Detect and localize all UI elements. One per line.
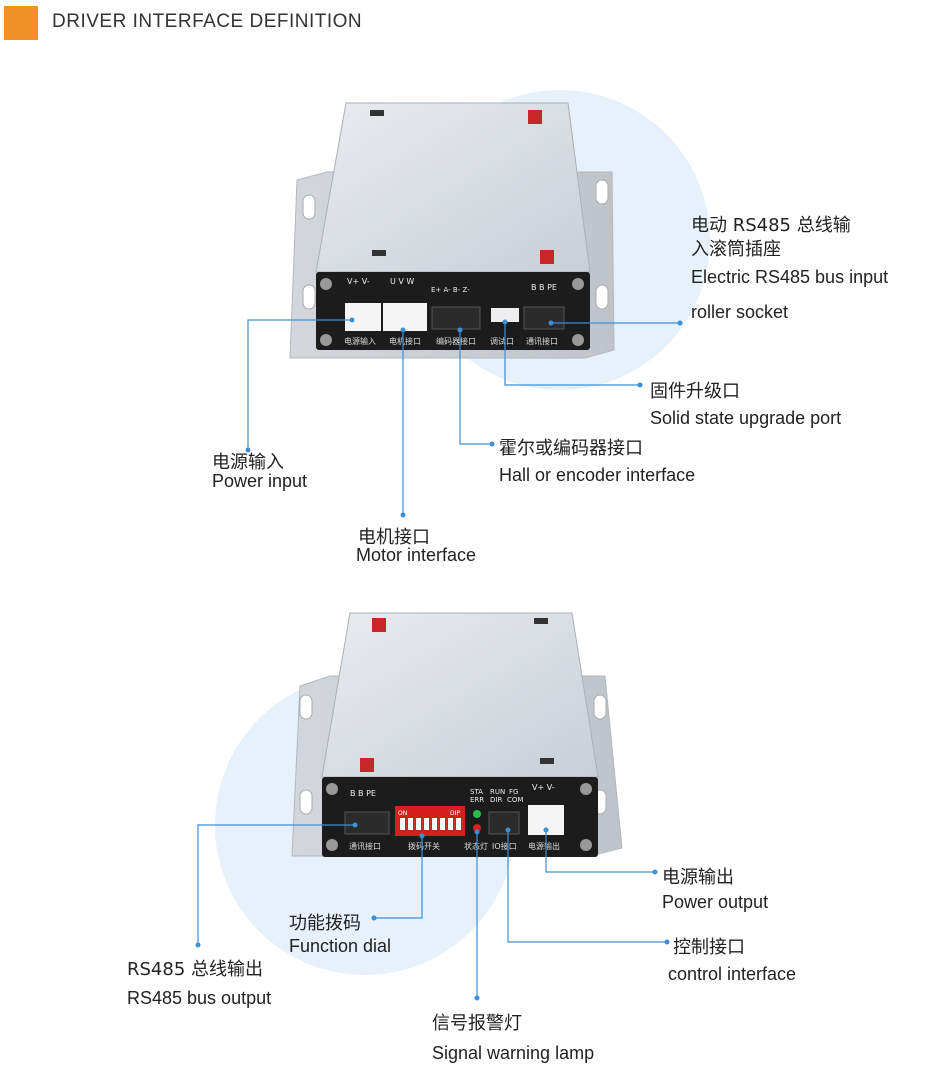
upgrade-port-en: Solid state upgrade port [650,408,842,428]
power-input-zh: 电源输入 [212,452,284,473]
rs485-output-en: RS485 bus output [127,988,272,1008]
top-panel-debug: 调试口 [490,336,514,346]
top-pin-power: V+ V- [347,277,370,286]
bottom-pin-com: COM [507,796,523,804]
function-dial-en: Function dial [289,936,392,956]
motor-interface-en: Motor interface [356,545,477,565]
top-panel-power: 电源输入 [344,336,376,346]
motor-interface-zh: 电机接口 [358,527,430,548]
power-input-en: Power input [212,471,308,491]
top-pin-encoder: E+ A- B- Z- [431,286,470,294]
header-accent-square [4,6,38,40]
top-callout-dots [245,317,683,518]
bottom-panel-dip: 拨码开关 [408,841,440,851]
control-interface-zh: 控制接口 [673,937,745,958]
rs485-input-en-2: roller socket [691,302,789,322]
top-device: V+ V- U V W E+ A- B- Z- B B PE 电源输入 电机接口… [289,90,710,390]
upgrade-port-zh: 固件升级口 [650,381,740,402]
dip-dip-text: DIP [450,810,460,817]
bottom-panel-lamp: 状态灯 [464,841,488,851]
bottom-pin-power: V+ V- [532,783,555,792]
hall-encoder-zh: 霍尔或编码器接口 [499,438,643,459]
bottom-pin-err: ERR [470,796,484,804]
dip-on-text: ON [398,810,407,817]
signal-lamp-en: Signal warning lamp [432,1043,595,1063]
bottom-panel-power: 电源输出 [528,841,560,851]
top-panel-encoder: 编码器接口 [436,336,476,346]
power-output-zh: 电源输出 [662,867,734,888]
rs485-output-zh: RS485 总线输出 [127,959,264,980]
top-pin-comm: B B PE [531,283,557,292]
rs485-input-zh-1: 电动 RS485 总线输 [691,215,851,236]
bottom-device: ON DIP B B PE STA ERR RUN DIR FG COM V+ … [215,612,623,975]
signal-lamp-zh: 信号报警灯 [432,1013,522,1034]
top-panel-comm: 通讯接口 [526,336,558,346]
top-panel-motor: 电机接口 [389,336,421,346]
control-interface-en: control interface [668,964,797,984]
bottom-pin-fg: FG [509,788,518,796]
bottom-callout-lines [197,824,667,998]
rs485-input-zh-2: 入滚筒插座 [691,239,781,260]
bottom-pin-dir: DIR [490,796,502,804]
bottom-panel-comm: 通讯接口 [349,841,381,851]
hall-encoder-en: Hall or encoder interface [499,465,696,485]
bottom-panel-io: IO接口 [492,841,517,851]
bottom-callout-dots [195,822,670,1001]
bottom-pin-sta: STA [470,788,483,796]
top-pin-motor: U V W [390,277,414,286]
power-output-en: Power output [662,892,769,912]
bottom-pin-comm: B B PE [350,789,376,798]
bottom-pin-run: RUN [490,788,505,796]
rs485-input-en-1: Electric RS485 bus input [691,267,889,287]
function-dial-zh: 功能拨码 [289,913,361,934]
page-title: DRIVER INTERFACE DEFINITION [52,11,363,32]
top-callout-lines [247,319,680,515]
